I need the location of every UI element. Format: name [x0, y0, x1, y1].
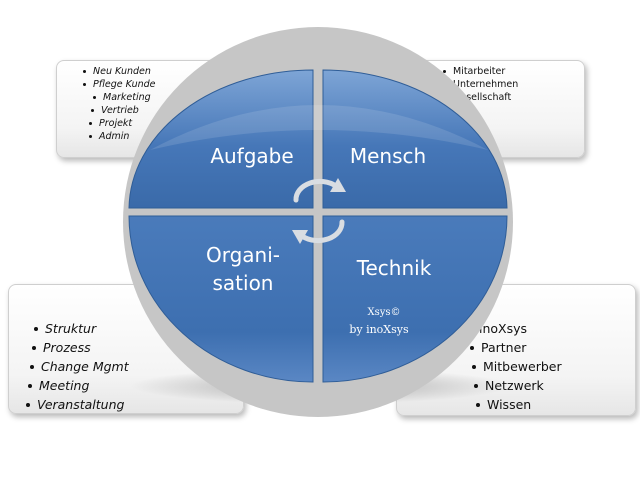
list-item: Veranstaltung	[26, 395, 243, 414]
list-item: Pflege Kunde	[83, 78, 263, 91]
arrow-head-icon	[292, 230, 308, 244]
label-aufgabe: Aufgabe	[210, 144, 293, 168]
list-item: Meeting	[28, 376, 243, 395]
arrow-head-icon	[330, 178, 346, 192]
label-organisation-line1: Organi-	[206, 243, 280, 267]
quadrant-aufgabe	[128, 69, 314, 209]
list-item: Marketing	[93, 91, 263, 104]
brand-name: Xsys©	[367, 307, 400, 318]
label-technik: Technik	[356, 256, 432, 280]
quadrant-mensch	[322, 69, 508, 209]
list-item: Wissen	[476, 395, 635, 414]
cycle-arrows-icon	[293, 178, 345, 244]
list-item: Neu Kunden	[83, 65, 263, 78]
quadrant-organisation	[128, 215, 314, 383]
quadrant-technik	[322, 215, 508, 383]
brand-byline: by inoXsys	[349, 323, 409, 336]
list-item: Prozess	[32, 338, 243, 357]
list-organisation: Struktur Prozess Change Mgmt Meeting Ver…	[9, 285, 243, 414]
label-mensch: Mensch	[350, 144, 426, 168]
list-item: Projekt	[89, 117, 263, 130]
list-item: Struktur	[34, 319, 243, 338]
gloss-highlight	[150, 105, 488, 150]
list-item: Change Mgmt	[30, 357, 243, 376]
list-item: Admin	[89, 130, 263, 143]
list-item: Partner	[470, 338, 635, 357]
list-item: Mitarbeiter	[443, 65, 584, 78]
list-item: Mitbewerber	[472, 357, 635, 376]
label-organisation-line2: sation	[213, 271, 274, 295]
list-item: Vertrieb	[91, 104, 263, 117]
list-aufgabe: Neu Kunden Pflege Kunde Marketing Vertri…	[57, 61, 263, 143]
